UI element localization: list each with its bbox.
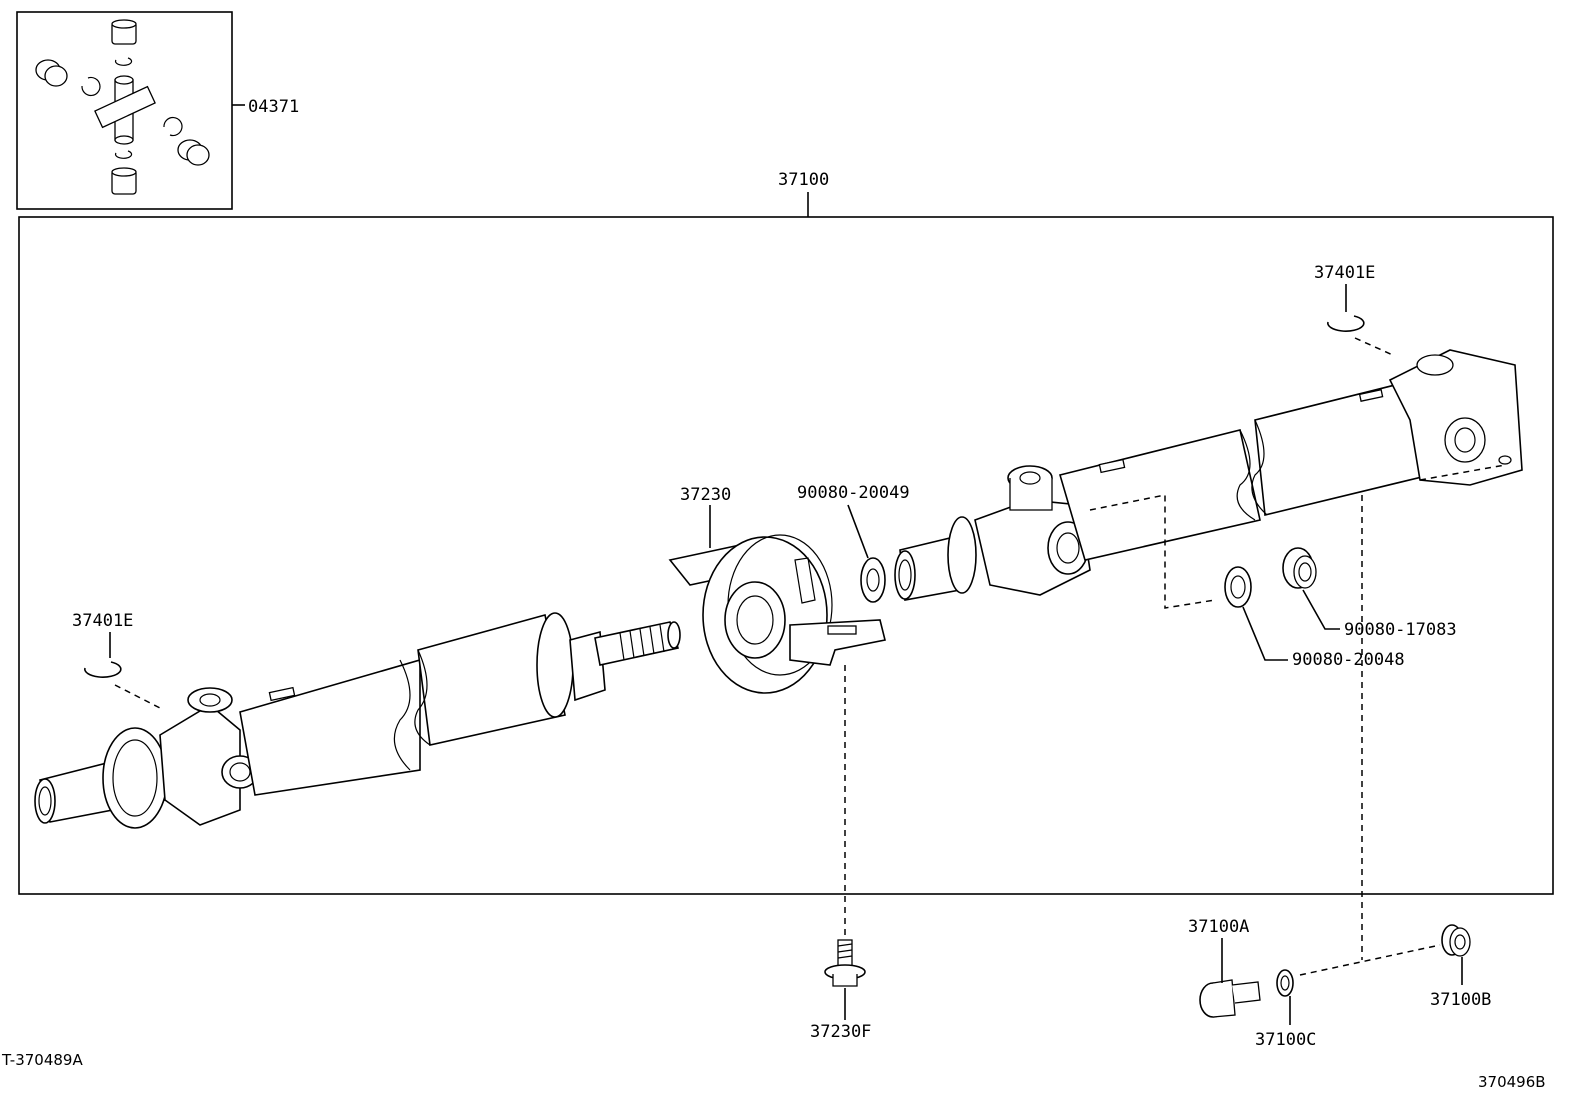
- footer-right-code: 370496B: [1478, 1073, 1546, 1091]
- label-37100: 37100: [778, 170, 829, 190]
- label-37230F: 37230F: [810, 1022, 871, 1042]
- washer-90080-20049: 90080-20049: [797, 483, 910, 603]
- snap-ring-37401E-top: 37401E: [1314, 263, 1396, 357]
- nut-90080-17083: 90080-17083: [1282, 547, 1457, 640]
- label-04371: 04371: [248, 97, 299, 117]
- label-37230: 37230: [680, 485, 731, 505]
- label-37100C: 37100C: [1255, 1030, 1316, 1050]
- assembly-box-37100: 37100: [18, 170, 1554, 895]
- washer-37100C: 37100C: [1255, 944, 1441, 1050]
- label-37100A: 37100A: [1188, 917, 1249, 937]
- label-37100B: 37100B: [1430, 990, 1491, 1010]
- footer-left-code: T-370489A: [1, 1051, 83, 1069]
- spider-cross-icon: [94, 75, 156, 145]
- washer-90080-20048: 90080-20048: [1224, 566, 1405, 670]
- snap-ring-icon: [81, 57, 183, 159]
- bolt-37230F: 37230F: [810, 939, 871, 1042]
- bolt-37100A: 37100A: [1188, 917, 1261, 1018]
- label-90080-20049: 90080-20049: [797, 483, 910, 503]
- label-37401E-left: 37401E: [72, 611, 133, 631]
- label-37401E-top: 37401E: [1314, 263, 1375, 283]
- snap-ring-37401E-left: 37401E: [72, 611, 161, 709]
- bearing-cap-icon: [35, 19, 210, 195]
- label-90080-20048: 90080-20048: [1292, 650, 1405, 670]
- center-support-bearing-37230: 37230: [668, 485, 886, 935]
- front-propeller-shaft: [34, 612, 681, 829]
- label-90080-17083: 90080-17083: [1344, 620, 1457, 640]
- inset-universal-joint-kit: 04371: [16, 11, 299, 210]
- nut-37100B: 37100B: [1430, 924, 1491, 1010]
- rear-propeller-shaft: [894, 349, 1523, 960]
